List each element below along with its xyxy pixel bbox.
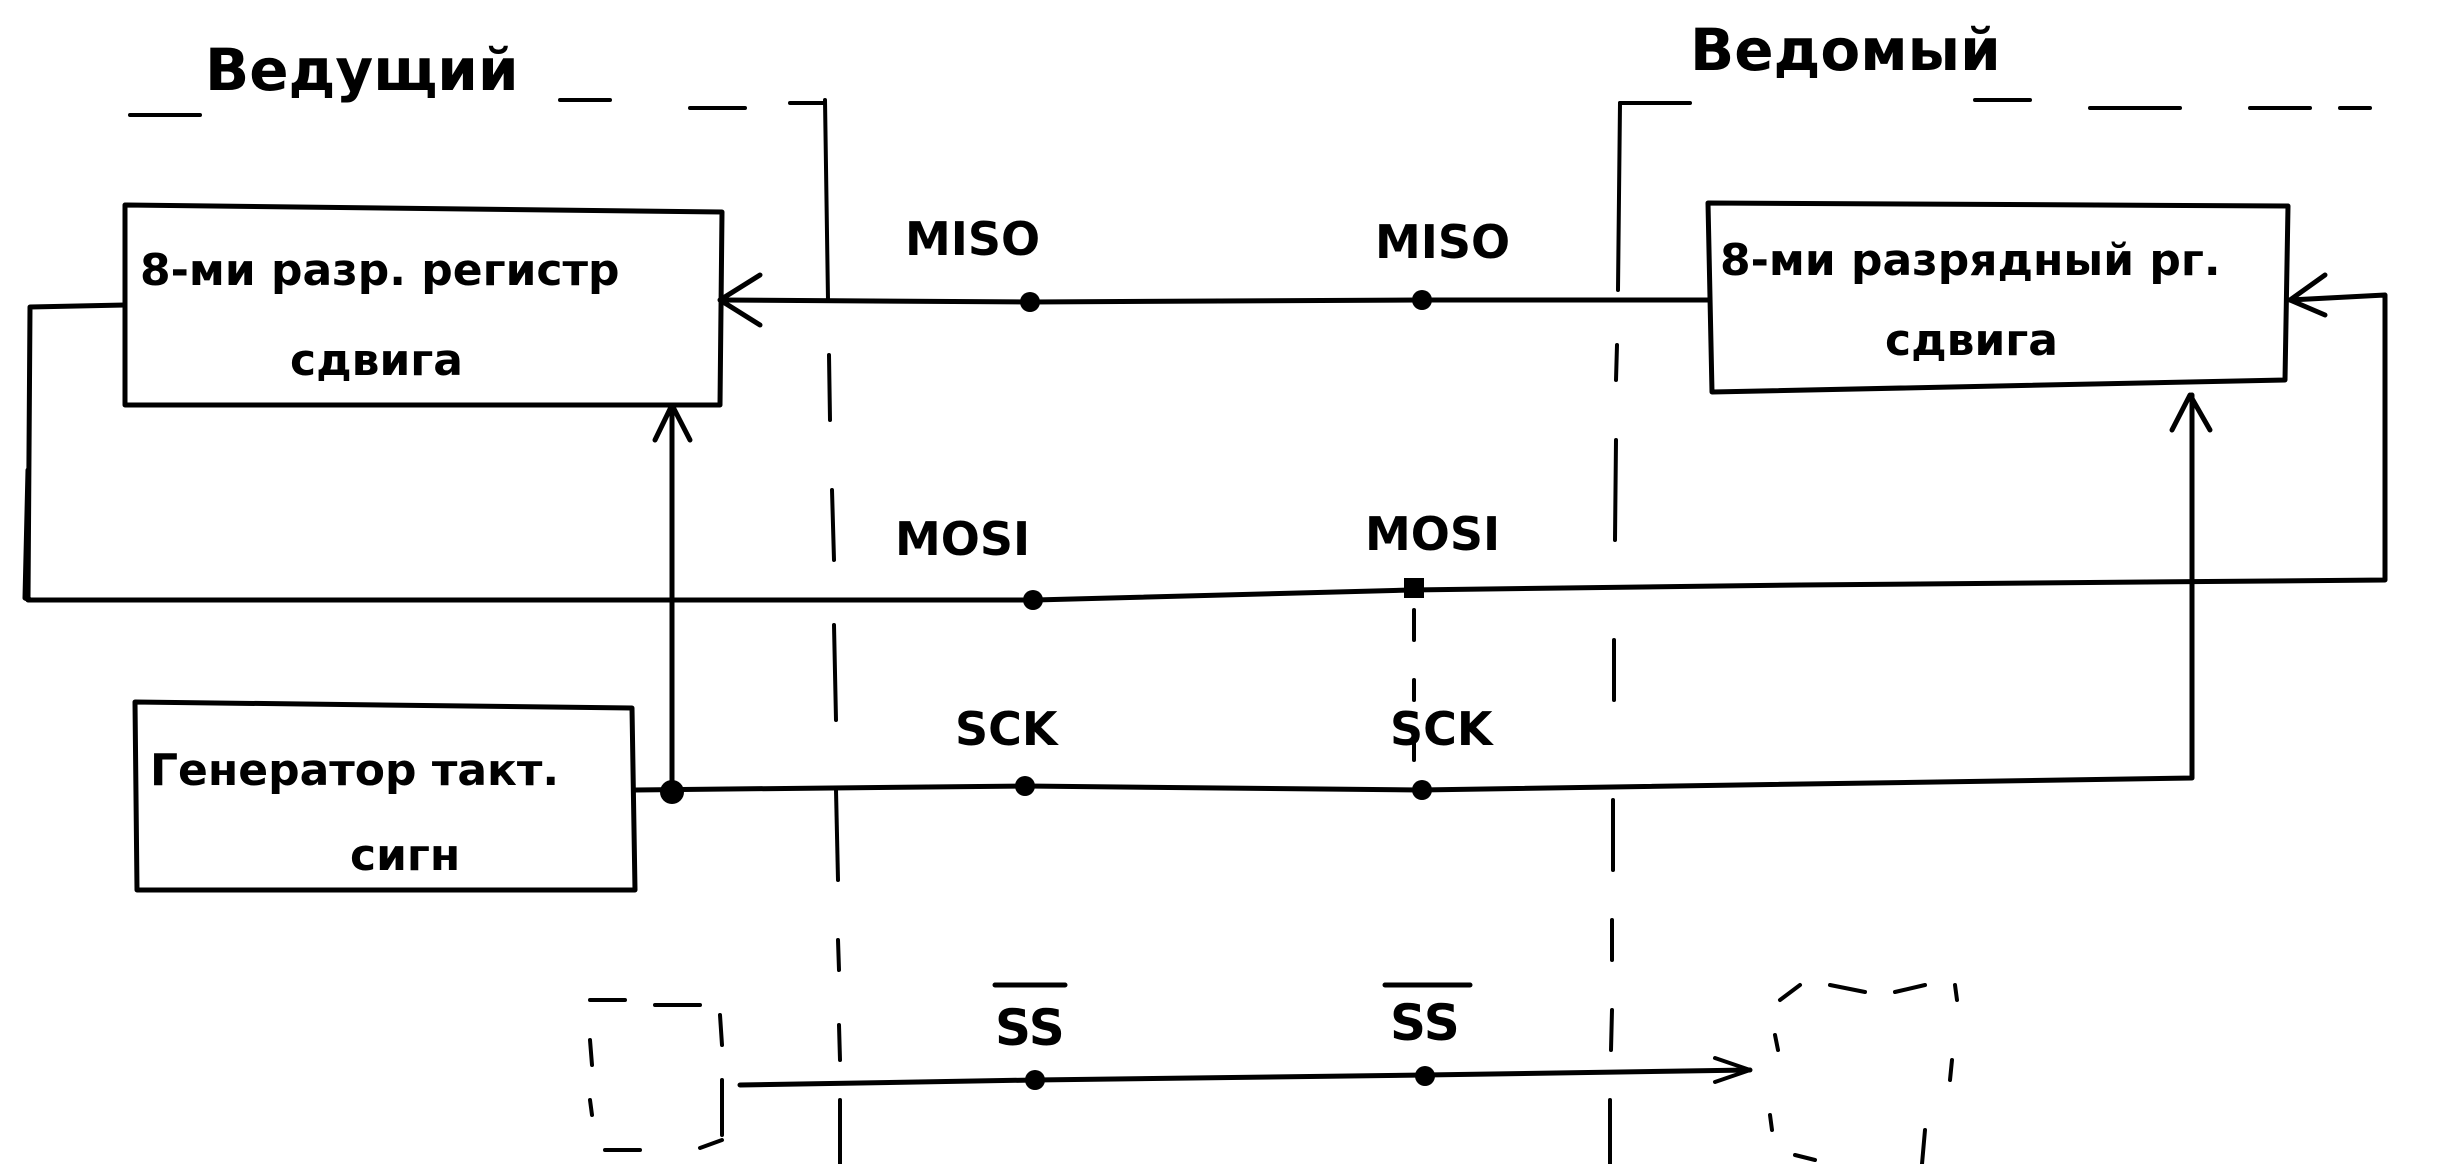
master-ss-dashed-box: [588, 998, 724, 1152]
mosi-line: MOSI MOSI: [22, 272, 2388, 762]
miso-slave-node: [1412, 290, 1432, 310]
sck-slave-node: [1412, 780, 1432, 800]
miso-master-node: [1020, 292, 1040, 312]
clock-generator-line1: Генератор такт.: [150, 745, 559, 796]
mosi-master-label: MOSI: [895, 512, 1030, 566]
miso-master-label: MISO: [905, 212, 1040, 266]
mosi-slave-node: [1404, 578, 1424, 598]
ss-master-label: SS: [995, 999, 1065, 1057]
master-section-title: Ведущий: [205, 36, 519, 104]
ss-master-node: [1025, 1070, 1045, 1090]
mosi-slave-label: MOSI: [1365, 507, 1500, 561]
sck-line: SCK SCK: [632, 392, 2213, 804]
slave-boundary-vertical: [1608, 101, 1622, 1164]
master-shift-register: 8-ми разр. регистр сдвига: [122, 202, 725, 408]
miso-slave-label: MISO: [1375, 215, 1510, 269]
clock-generator: Генератор такт. сигн: [132, 699, 638, 893]
master-register-line2: сдвига: [290, 335, 463, 386]
slave-shift-register: 8-ми разрядный рг. сдвига: [1705, 200, 2291, 395]
slave-register-line1: 8-ми разрядный рг.: [1720, 235, 2221, 286]
sck-branch-node: [660, 780, 684, 804]
clock-generator-line2: сигн: [350, 830, 460, 881]
slave-boundary-top: [1618, 98, 2372, 110]
slave-section-title: Ведомый: [1690, 16, 2001, 84]
ss-slave-label: SS: [1390, 994, 1460, 1052]
sck-master-node: [1015, 776, 1035, 796]
master-boundary-top: [128, 98, 827, 117]
sck-master-label: SCK: [955, 702, 1060, 756]
mosi-master-node: [1023, 590, 1043, 610]
miso-line: MISO MISO: [717, 212, 1711, 328]
master-register-line1: 8-ми разр. регистр: [140, 245, 620, 296]
slave-ss-dashed-box: [1768, 983, 1959, 1164]
master-boundary-vertical: [823, 98, 842, 1164]
sck-slave-label: SCK: [1390, 702, 1495, 756]
ss-slave-node: [1415, 1066, 1435, 1086]
slave-register-line2: сдвига: [1885, 315, 2058, 366]
ss-line: SS SS: [737, 982, 1753, 1090]
